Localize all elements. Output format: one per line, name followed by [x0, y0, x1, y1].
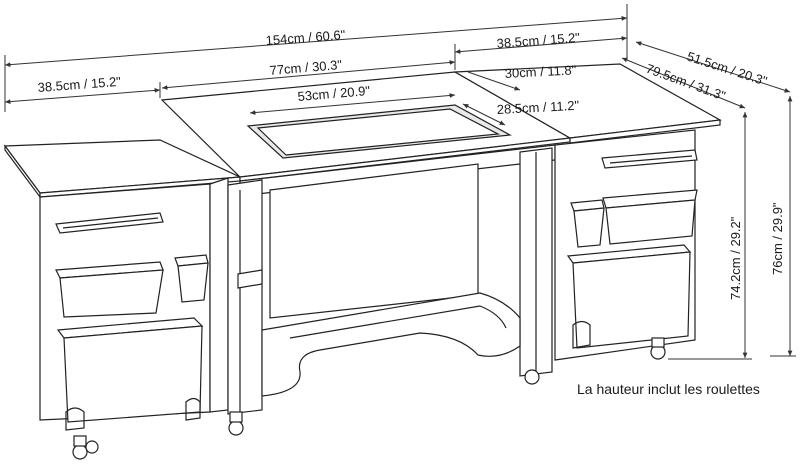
left-cup — [177, 262, 209, 303]
label-total-width: 154cm / 60.6" — [265, 27, 346, 48]
label-right-leaf: 38.5cm / 15.2" — [496, 30, 581, 51]
left-bin — [59, 269, 164, 318]
left-caster-1 — [72, 444, 88, 460]
center-top-line — [161, 60, 456, 90]
center-caster-2 — [524, 369, 540, 385]
opening-insert — [256, 108, 501, 156]
label-left-leaf: 38.5cm / 15.2" — [37, 74, 122, 95]
label-opening-width: 53cm / 20.9" — [297, 83, 371, 104]
caster-note: La hauteur inclut les roulettes — [577, 381, 760, 397]
right-leaf-line — [454, 36, 628, 54]
insert-depth-line — [467, 71, 521, 91]
right-cabinet — [452, 63, 722, 361]
label-height-outer: 76cm / 29.9" — [770, 202, 785, 275]
center-left-post — [227, 179, 263, 415]
side-shelf — [237, 269, 263, 289]
left-cabinet-side — [209, 177, 229, 413]
right-bin — [605, 199, 696, 245]
label-center-top: 77cm / 30.3" — [269, 57, 343, 78]
right-leaf-edge — [569, 119, 721, 144]
right-shallow-tray — [601, 149, 698, 169]
label-height-inner: 74.2cm / 29.2" — [728, 216, 743, 300]
right-cup — [573, 207, 605, 248]
center-caster-1 — [228, 420, 244, 436]
label-insert-depth: 30cm / 11.8" — [504, 62, 577, 81]
right-cart — [572, 251, 691, 349]
left-caster-2 — [85, 440, 99, 454]
opening-width-line — [249, 93, 456, 115]
left-cabinet — [3, 139, 243, 460]
dimension-lines — [4, 4, 796, 360]
left-cart — [63, 325, 203, 423]
left-leaf-line — [4, 88, 161, 104]
label-opening-depth: 28.5cm / 11.2" — [496, 98, 579, 117]
center-back-panel — [269, 163, 479, 319]
footrest — [261, 292, 521, 397]
total-width-line — [4, 16, 628, 67]
opening-depth-line — [462, 103, 506, 126]
depth-inner-line — [621, 57, 746, 109]
